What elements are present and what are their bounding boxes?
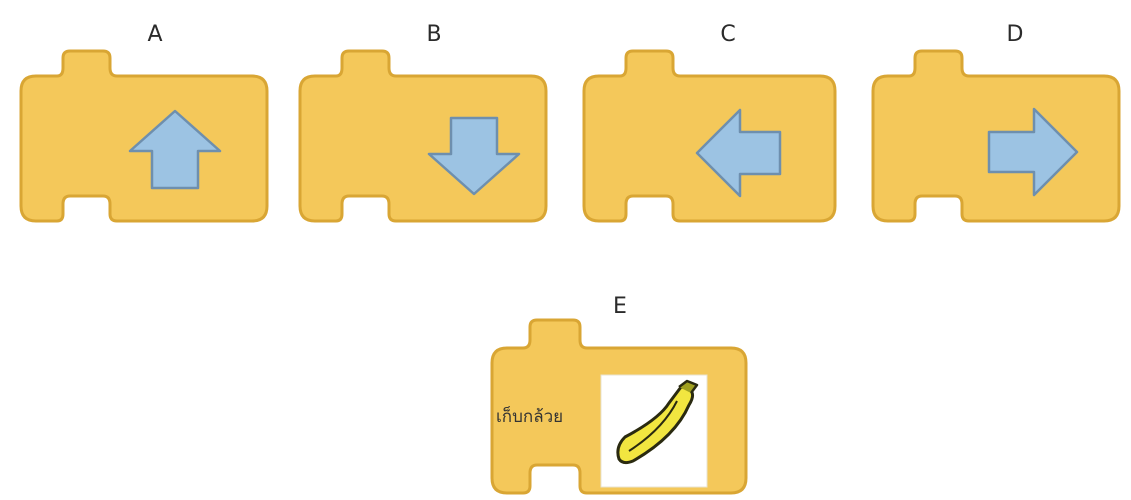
block-label-a: A (147, 22, 163, 47)
block-label-e: E (613, 294, 627, 319)
code-block-down[interactable] (291, 46, 551, 226)
banana-icon (616, 379, 699, 465)
arrow-right-icon (987, 107, 1079, 197)
code-block-up[interactable] (12, 46, 272, 226)
code-block-collect-banana[interactable]: เก็บกล้วย (483, 313, 753, 498)
block-shape (298, 49, 548, 223)
block-label-b: B (426, 22, 442, 47)
code-block-right[interactable] (864, 46, 1124, 226)
block-label-c: C (720, 22, 736, 47)
arrow-down-icon (427, 116, 521, 196)
code-block-left[interactable] (575, 46, 840, 226)
block-shape (19, 49, 269, 223)
block-label-d: D (1006, 22, 1024, 47)
arrow-left-icon (695, 108, 782, 198)
block-caption: เก็บกล้วย (496, 407, 564, 427)
arrow-up-icon (128, 109, 222, 190)
block-shape (582, 49, 837, 223)
